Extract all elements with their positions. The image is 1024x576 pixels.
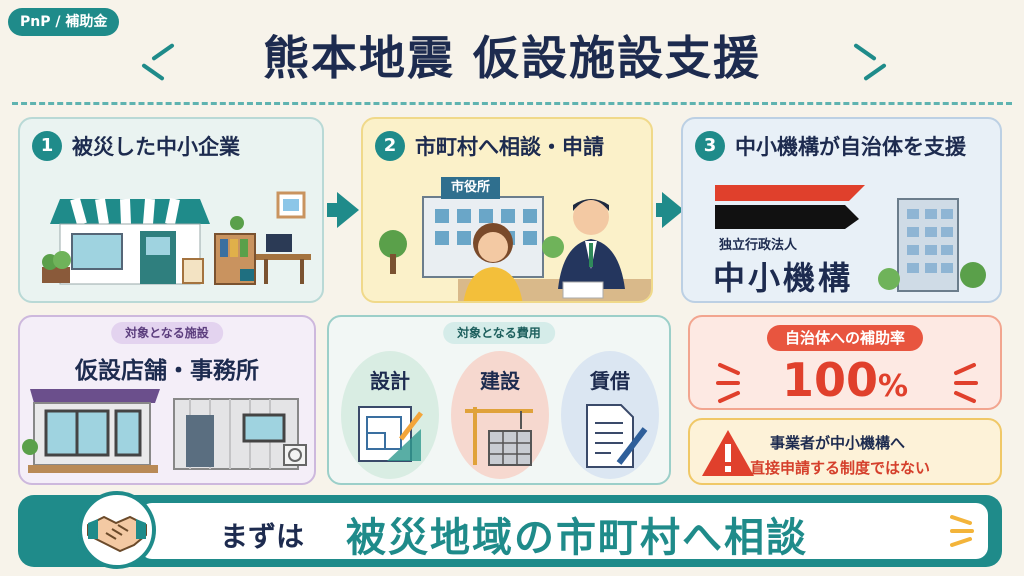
flow-arrow-1 <box>337 192 359 228</box>
step-number-2: 2 <box>375 131 405 161</box>
consultation-illustration <box>379 196 651 301</box>
contract-document-icon <box>586 404 648 468</box>
warning-card: 事業者が中小機構へ 直接申請する制度ではない <box>688 418 1002 485</box>
target-facility-text: 仮設店舗・事務所 <box>75 358 259 384</box>
header-divider <box>12 102 1012 105</box>
cost-item-design: 設計 <box>341 351 439 479</box>
step-card-1: 1 被災した中小企業 <box>18 117 324 303</box>
smrj-logo-name: 中小機構 <box>713 259 854 297</box>
step-label-1: 被災した中小企業 <box>72 135 240 159</box>
step-number-1: 1 <box>32 131 62 161</box>
subsidy-rate-number: 100 <box>781 353 878 407</box>
crane-icon <box>465 407 533 466</box>
page-title: 熊本地震 仮設施設支援 <box>262 31 761 85</box>
step-card-2: 2 市町村へ相談・申請 市役所 <box>361 117 653 303</box>
step-header-3: 3 中小機構が自治体を支援 <box>695 131 966 161</box>
step-card-3: 3 中小機構が自治体を支援 独立行政法人 中小機構 <box>681 117 1002 303</box>
step-header-2: 2 市町村へ相談・申請 <box>375 131 604 161</box>
cost-label-construction: 建設 <box>480 369 520 393</box>
smrj-logo-mark <box>715 185 986 292</box>
flow-arrow-2 <box>662 192 684 228</box>
target-costs-card: 対象となる費用 設計 建設 賃借 <box>327 315 671 485</box>
rate-burst-lines <box>716 363 978 403</box>
cost-item-construction: 建設 <box>451 351 549 479</box>
banner-inner: まずは 被災地域の市町村へ相談 <box>140 503 988 561</box>
warning-line-2: 直接申請する制度ではない <box>750 459 931 477</box>
target-costs-pill: 対象となる費用 <box>443 322 555 344</box>
category-tag: PnP / 補助金 <box>8 8 120 36</box>
flow-arrow-2-bar <box>656 203 664 217</box>
flow-arrow-1-bar <box>327 203 339 217</box>
warning-line-1: 事業者が中小機構へ <box>770 434 906 452</box>
warning-icon <box>702 430 754 476</box>
call-to-action-banner: まずは 被災地域の市町村へ相談 <box>18 491 1002 569</box>
cost-item-lease: 賃借 <box>561 351 659 479</box>
target-facility-card: 対象となる施設 仮設店舗・事務所 <box>18 315 316 485</box>
blueprint-icon <box>358 406 423 462</box>
target-facility-pill: 対象となる施設 <box>111 322 223 344</box>
banner-main-text: 被災地域の市町村へ相談 <box>346 515 808 561</box>
city-hall-sign: 市役所 <box>441 177 501 199</box>
shop-illustration <box>42 191 311 285</box>
smrj-logo-subtitle: 独立行政法人 <box>719 238 798 253</box>
handshake-icon <box>87 515 147 553</box>
step-header-1: 1 被災した中小企業 <box>32 131 240 161</box>
banner-lead-text: まずは <box>220 520 305 553</box>
step-number-3: 3 <box>695 131 725 161</box>
banner-spark-icon <box>950 515 974 547</box>
subsidy-rate-unit: % <box>877 369 909 404</box>
step-label-3: 中小機構が自治体を支援 <box>735 135 966 159</box>
cost-label-lease: 賃借 <box>590 369 630 393</box>
subsidy-rate-card: 自治体への補助率 100% <box>688 315 1002 410</box>
subsidy-rate-pill: 自治体への補助率 <box>766 325 924 351</box>
subsidy-rate-value: 100% <box>690 353 1000 407</box>
handshake-badge <box>78 491 156 569</box>
prefab-buildings-illustration <box>22 389 307 473</box>
step-label-2: 市町村へ相談・申請 <box>415 135 604 159</box>
cost-label-design: 設計 <box>370 369 410 393</box>
